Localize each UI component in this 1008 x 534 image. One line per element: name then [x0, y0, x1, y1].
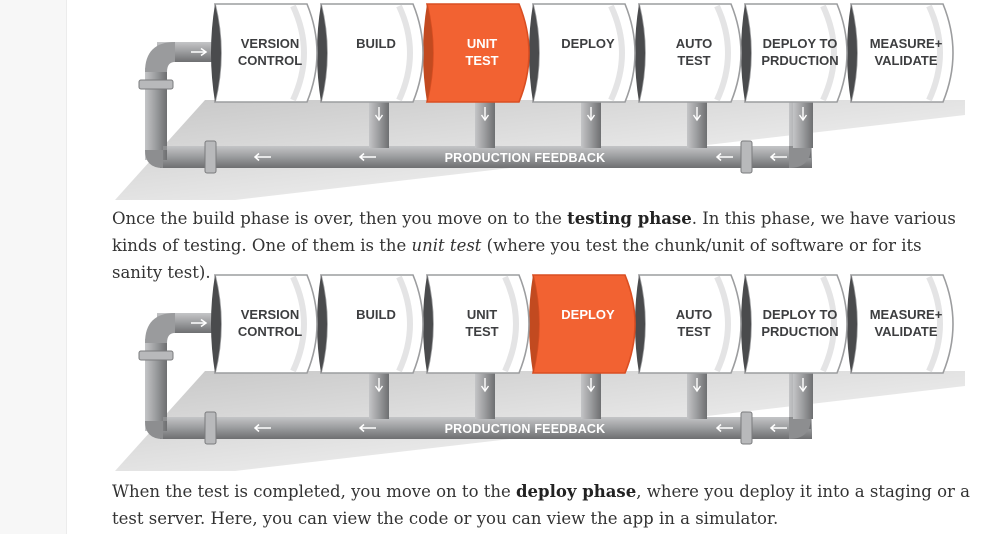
paragraph-deploy-phase: When the test is completed, you move on … [112, 482, 970, 528]
stage-label: UNIT [467, 36, 497, 51]
stage-label: AUTO [676, 307, 713, 322]
stage-label: TEST [465, 324, 498, 339]
left-pipe [145, 68, 167, 160]
pipeline-svg: MEASURE+ VALIDATE DEPLOY TO PRDUCTION AUTO TE… [115, 3, 965, 200]
stage-label: BUILD [356, 307, 396, 322]
pipeline-svg: MEASURE+ VALIDATE DEPLOY TO PRDUCTION AUTO TE… [115, 274, 965, 471]
pipeline-stage: VERSION CONTROL [211, 274, 318, 374]
pipeline-stage: AUTO TEST [635, 274, 742, 374]
pipeline-stage: MEASURE+ VALIDATE [847, 3, 954, 103]
pipeline-stage: MEASURE+ VALIDATE [847, 274, 954, 374]
feedback-pipe [160, 417, 812, 439]
drop-pipe [581, 96, 601, 148]
pipeline-stage: UNIT TEST [423, 274, 530, 374]
drop-pipe [475, 367, 495, 419]
stage-label: VALIDATE [874, 53, 937, 68]
pipeline-stage: VERSION CONTROL [211, 3, 318, 103]
pipeline-stage: AUTO TEST [635, 3, 742, 103]
drop-pipe [475, 96, 495, 148]
stage-label: DEPLOY [561, 307, 615, 322]
drop-pipe [687, 96, 707, 148]
pipeline-stage: DEPLOY TO PRDUCTION [741, 274, 848, 374]
devops-pipeline-diagram: MEASURE+ VALIDATE DEPLOY TO PRDUCTION AUTO TE… [105, 0, 975, 200]
pipeline-stage: BUILD [317, 3, 424, 103]
feedback-label: PRODUCTION FEEDBACK [445, 422, 606, 436]
stage-label: TEST [465, 53, 498, 68]
pipeline-stage: BUILD [317, 274, 424, 374]
stage-label: DEPLOY TO [763, 307, 838, 322]
devops-pipeline-diagram: MEASURE+ VALIDATE DEPLOY TO PRDUCTION AUTO TE… [105, 271, 975, 471]
stage-label: MEASURE+ [870, 36, 943, 51]
stage-label: VALIDATE [874, 324, 937, 339]
pipeline-stage: DEPLOY [529, 274, 636, 374]
stage-label: MEASURE+ [870, 307, 943, 322]
stage-label: DEPLOY [561, 36, 615, 51]
stage-label: PRDUCTION [761, 324, 838, 339]
pipeline-stage: UNIT TEST [423, 3, 530, 103]
stage-label: PRDUCTION [761, 53, 838, 68]
stage-label: CONTROL [238, 53, 302, 68]
drop-pipe [369, 367, 389, 419]
drop-pipe [369, 96, 389, 148]
stage-label: CONTROL [238, 324, 302, 339]
stage-label: BUILD [356, 36, 396, 51]
pipeline-stage: DEPLOY [529, 3, 636, 103]
drop-pipe [581, 367, 601, 419]
feedback-pipe [160, 146, 812, 168]
drop-pipe [793, 96, 813, 148]
stage-label: VERSION [241, 36, 300, 51]
left-gutter [0, 0, 67, 534]
stage-label: AUTO [676, 36, 713, 51]
drop-pipe [793, 367, 813, 419]
stage-label: TEST [677, 324, 710, 339]
stage-label: UNIT [467, 307, 497, 322]
stage-label: TEST [677, 53, 710, 68]
pipeline-stage: DEPLOY TO PRDUCTION [741, 3, 848, 103]
left-pipe [145, 339, 167, 431]
paragraph-testing-phase: Once the build phase is over, then you m… [112, 209, 956, 282]
stage-label: VERSION [241, 307, 300, 322]
feedback-label: PRODUCTION FEEDBACK [445, 151, 606, 165]
stage-label: DEPLOY TO [763, 36, 838, 51]
drop-pipe [687, 367, 707, 419]
